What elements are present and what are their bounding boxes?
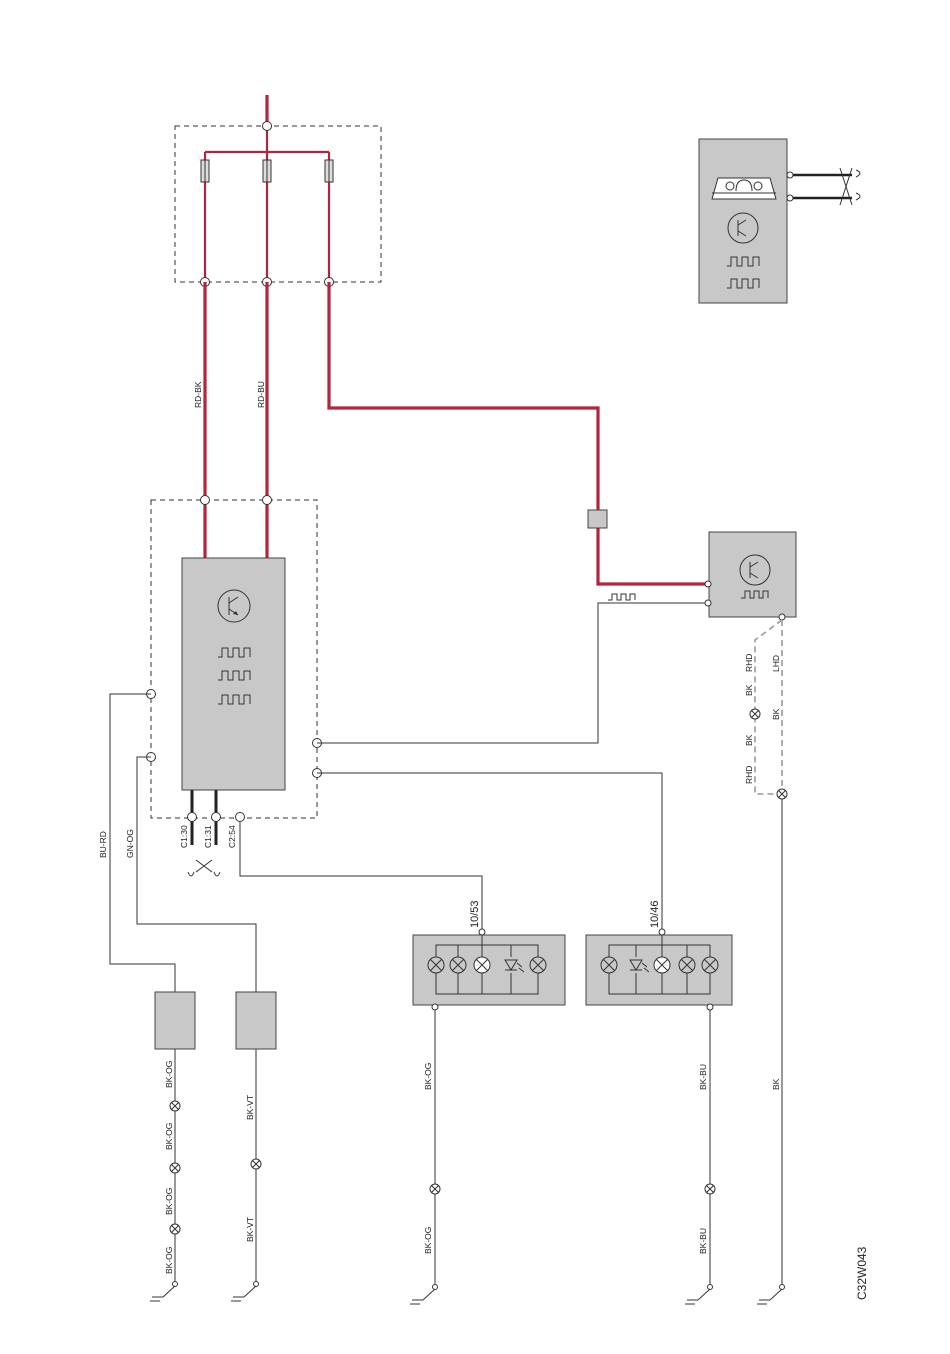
lamp-icon [702,957,718,973]
splice-icon [170,1224,180,1234]
label-bk-bu: BK-BU [698,1064,708,1090]
wire-to-lamp-unit-left [240,822,482,932]
label-rhd: RHD [744,766,754,784]
label-lamp-unit-left: 10/53 [469,900,481,928]
label-bk-og: BK-OG [423,1227,433,1254]
fuse-3 [325,160,333,182]
ground-icon [410,1285,438,1305]
label-gn-og: GN-OG [125,829,135,858]
label-lamp-unit-right: 10/46 [649,900,661,928]
label-lhd: LHD [771,655,781,672]
continuation-icon [188,872,220,876]
diagram-reference: C32W043 [855,1246,869,1300]
label-rhd: RHD [744,654,754,672]
wire-signal-right-module [317,603,708,743]
fuse-2 [263,160,271,182]
module-node [787,195,793,201]
module-node [201,496,210,505]
module-node [705,581,711,587]
module-node [787,172,793,178]
label-rd-bu: RD-BU [256,381,266,408]
component-left-1 [155,992,195,1049]
twisted-pair-icon [196,860,212,872]
label-c1-31: C1:31 [203,825,213,848]
splice-icon [251,1159,261,1169]
lamp-unit-node [659,929,665,935]
lamp-unit-node [707,1004,713,1010]
label-bk-vt: BK-VT [245,1095,255,1120]
label-bk: BK [771,708,781,720]
ground-icon [685,1285,713,1305]
label-bk-og: BK-OG [164,1247,174,1274]
module-node [705,600,711,606]
splice-icon [750,709,760,719]
twisted-pair-icon [840,168,852,205]
label-rd-bk: RD-BK [193,381,203,408]
connector-node [236,813,245,822]
fuse-box-input-node [263,122,272,131]
label-bk-og: BK-OG [164,1061,174,1088]
module-node [263,496,272,505]
module-node [779,614,785,620]
fuse-1 [201,160,209,182]
lamp-icon [530,957,546,973]
ground-icon [231,1282,259,1302]
splice-icon [170,1163,180,1173]
continuation-icon [856,170,860,200]
top-right-control-unit [699,139,787,303]
lamp-icon [679,957,695,973]
component-left-2 [236,992,276,1049]
pulse-signal-icon [608,594,635,600]
label-bk: BK [744,734,754,746]
lamp-icon [601,957,617,973]
wire-bu-rd [110,694,175,992]
label-bk-bu: BK-BU [698,1228,708,1254]
ground-icon [150,1282,178,1302]
lamp-icon [474,957,490,973]
label-c2-54: C2:54 [227,825,237,848]
wire-rhd-option [755,620,782,794]
label-bk: BK [744,684,754,696]
lamp-unit-node [479,929,485,935]
splice-icon [430,1184,440,1194]
wire-supply-right-module [329,282,708,584]
connector-node [212,813,221,822]
lamp-unit-node [432,1004,438,1010]
wire-gn-og [137,757,256,992]
dashboard-icon [712,178,776,199]
splice-icon [170,1101,180,1111]
label-bk-og: BK-OG [423,1063,433,1090]
label-bk-og: BK-OG [164,1123,174,1150]
connector-node [188,813,197,822]
splice-icon [777,789,787,799]
splice-icon [705,1184,715,1194]
label-bk: BK [771,1078,781,1090]
label-bk-vt: BK-VT [245,1217,255,1242]
lamp-icon [428,957,444,973]
inline-connector [588,510,607,528]
ground-icon [757,1285,785,1305]
wire-to-lamp-unit-right [317,773,662,932]
label-c1-30: C1:30 [179,825,189,848]
label-bu-rd: BU-RD [98,831,108,858]
label-bk-og: BK-OG [164,1188,174,1215]
lamp-icon [654,957,670,973]
lamp-icon [450,957,466,973]
